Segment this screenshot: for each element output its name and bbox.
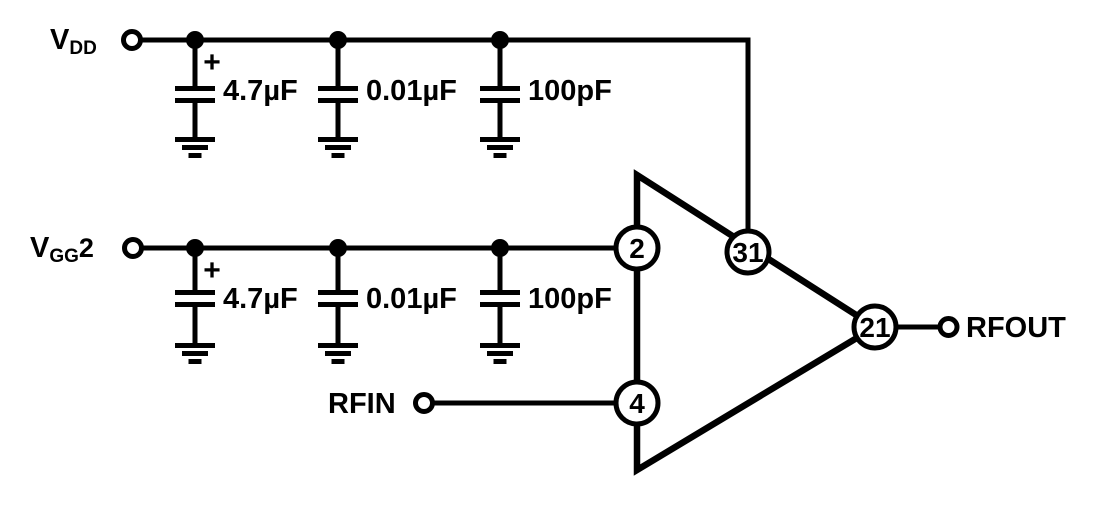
capacitor-plate-bottom — [318, 98, 358, 103]
capacitor: 0.01µF — [318, 40, 457, 158]
pin-number-label: 31 — [732, 237, 763, 268]
capacitor-plate-top — [480, 86, 520, 91]
capacitor-value-label: 100pF — [528, 283, 612, 315]
pin-number-label: 4 — [629, 388, 645, 419]
junction-dot — [491, 239, 509, 257]
ground-bar-3 — [331, 359, 345, 364]
capacitor-polarized: + 4.7µF — [175, 248, 298, 364]
capacitor-plate-bottom — [175, 98, 215, 103]
junction-dot — [186, 239, 204, 257]
amplifier-triangle — [633, 169, 882, 476]
vgg2-terminal — [122, 237, 144, 259]
pin-circle-2 — [613, 224, 661, 272]
ground-bar-1 — [175, 343, 215, 348]
capacitor-plate-bottom — [480, 302, 520, 307]
capacitor-value-label: 4.7µF — [223, 75, 298, 107]
polarity-plus-sign: + — [203, 254, 221, 287]
junction-dot — [186, 31, 204, 49]
pin-input: 4 — [613, 379, 661, 427]
ground-bar-1 — [480, 343, 520, 348]
ground-bar-2 — [487, 145, 513, 150]
capacitor-plate-top — [480, 290, 520, 295]
capacitor-value-label: 0.01µF — [366, 283, 457, 315]
ground-symbol — [175, 343, 215, 364]
pin-circle-4 — [613, 379, 661, 427]
pin-output: 21 — [851, 303, 899, 351]
ground-symbol — [480, 137, 520, 158]
capacitor-value-label: 4.7µF — [223, 283, 298, 315]
capacitor-plate-top — [318, 86, 358, 91]
ground-bar-1 — [480, 137, 520, 142]
junction-dot — [329, 31, 347, 49]
capacitor: 0.01µF — [318, 248, 457, 364]
vdd-terminal — [121, 29, 143, 51]
ground-symbol — [318, 343, 358, 364]
ground-bar-2 — [182, 351, 208, 356]
polarity-plus-sign: + — [203, 46, 221, 79]
capacitor-plate-bottom — [480, 98, 520, 103]
rfin-label: RFIN — [328, 388, 396, 420]
ground-symbol — [318, 137, 358, 158]
junction-dot — [491, 31, 509, 49]
pin-circle-31 — [724, 228, 772, 276]
ground-bar-1 — [318, 343, 358, 348]
ground-bar-1 — [318, 137, 358, 142]
vgg2-label: VGG2 — [30, 232, 94, 267]
ground-bar-3 — [493, 153, 507, 158]
pin-drain: 31 — [724, 228, 772, 276]
rfout-terminal — [937, 316, 960, 338]
capacitor-plate-bottom — [175, 302, 215, 307]
vgg2-decoupling-network: + 4.7µF 0.01µF 100pF — [175, 239, 612, 364]
pin-number-label: 21 — [859, 312, 890, 343]
ground-symbol — [480, 343, 520, 364]
capacitor: 100pF — [480, 248, 612, 364]
ground-bar-3 — [331, 153, 345, 158]
ground-symbol — [175, 137, 215, 158]
pin-circle-21 — [851, 303, 899, 351]
ground-bar-2 — [325, 145, 351, 150]
ground-bar-2 — [182, 145, 208, 150]
vdd-label: VDD — [50, 24, 97, 59]
capacitor-plate-top — [318, 290, 358, 295]
pin-gate: 2 — [613, 224, 661, 272]
capacitor-plate-top — [175, 86, 215, 91]
capacitor-plate-top — [175, 290, 215, 295]
rfin-terminal — [413, 392, 435, 414]
capacitor-plate-bottom — [318, 302, 358, 307]
rfout-label: RFOUT — [966, 312, 1066, 344]
ground-bar-1 — [175, 137, 215, 142]
capacitor-value-label: 100pF — [528, 75, 612, 107]
ground-bar-3 — [188, 153, 202, 158]
ground-bar-3 — [493, 359, 507, 364]
capacitor-value-label: 0.01µF — [366, 75, 457, 107]
capacitor: 100pF — [480, 40, 612, 158]
ground-bar-2 — [487, 351, 513, 356]
capacitor-polarized: + 4.7µF — [175, 40, 298, 158]
vdd-decoupling-network: + 4.7µF 0.01µF 100pF — [175, 31, 612, 158]
ground-bar-3 — [188, 359, 202, 364]
ground-bar-2 — [325, 351, 351, 356]
junction-dot — [329, 239, 347, 257]
pin-number-label: 2 — [629, 233, 645, 264]
